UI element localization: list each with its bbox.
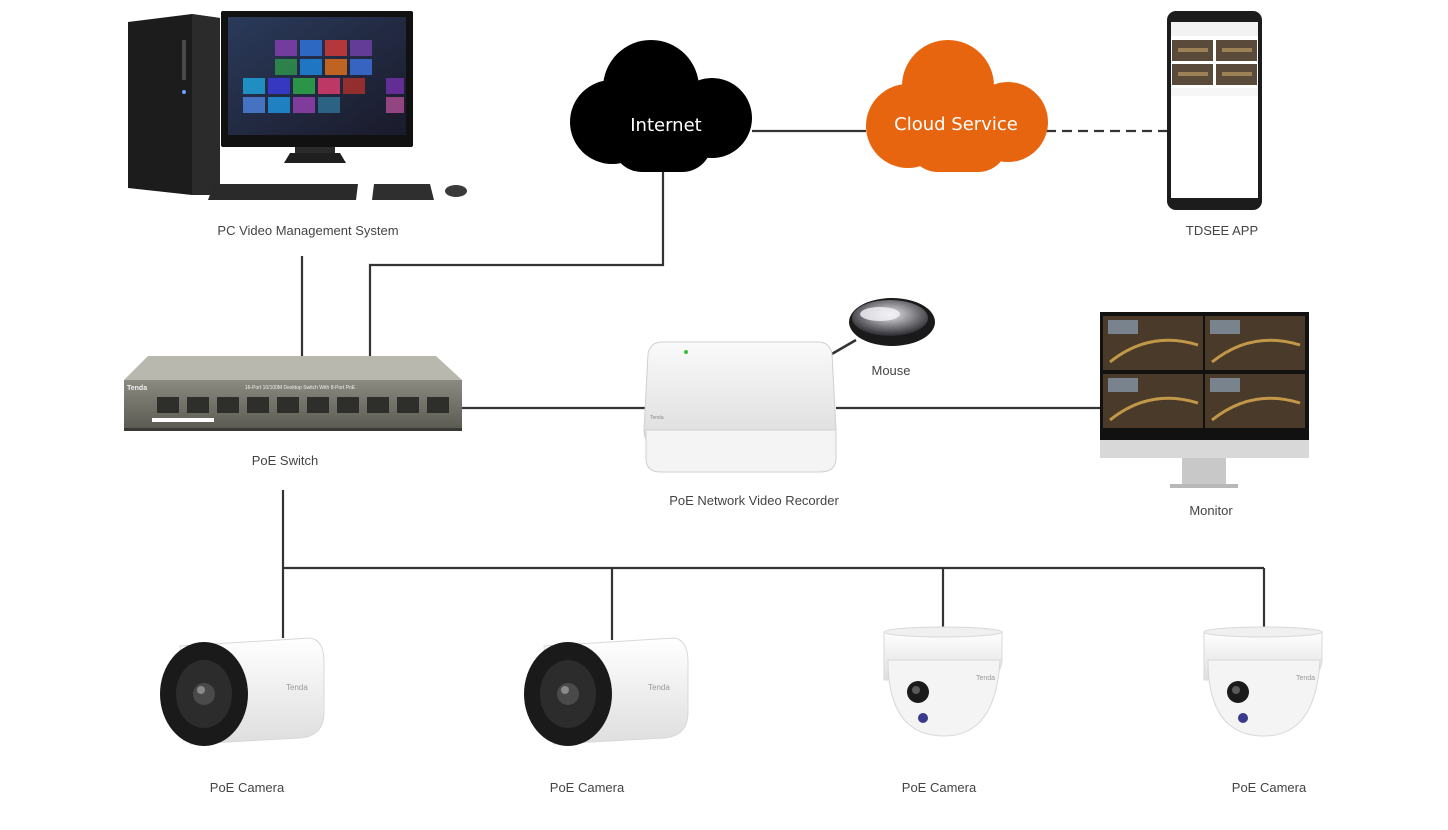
nvr-brand: Tenda bbox=[650, 415, 664, 421]
nvr-icon: Tenda bbox=[643, 341, 837, 473]
monitor-label: Monitor bbox=[1189, 503, 1233, 518]
app-label: TDSEE APP bbox=[1186, 223, 1258, 238]
switch-panel-text: 16-Port 10/100M Desktop Switch With 8-Po… bbox=[245, 385, 356, 391]
camera-brand: Tenda bbox=[1296, 675, 1315, 682]
smartphone-icon bbox=[1167, 11, 1262, 210]
line-internet-switch bbox=[368, 172, 665, 356]
camera-2-label: PoE Camera bbox=[550, 780, 625, 795]
camera-brand: Tenda bbox=[648, 683, 670, 692]
mouse-icon bbox=[849, 298, 935, 346]
switch-label: PoE Switch bbox=[252, 453, 318, 468]
camera-3-label: PoE Camera bbox=[902, 780, 977, 795]
nvr-label: PoE Network Video Recorder bbox=[669, 493, 839, 508]
bullet-camera-icon: Tenda bbox=[524, 637, 689, 746]
dome-camera-icon: Tenda bbox=[1203, 626, 1323, 737]
internet-label: Internet bbox=[630, 115, 701, 136]
monitor-feed-grid bbox=[1103, 316, 1305, 428]
switch-brand: Tenda bbox=[127, 385, 147, 392]
bullet-camera-icon: Tenda bbox=[160, 637, 325, 746]
desktop-computer-icon bbox=[128, 11, 467, 200]
cloud-service-icon bbox=[866, 40, 1048, 172]
internet-cloud-icon bbox=[570, 40, 752, 172]
camera-brand: Tenda bbox=[286, 683, 308, 692]
network-switch-icon: Tenda 16-Port 10/100M Desktop Switch Wit… bbox=[124, 356, 462, 431]
cloud-service-label: Cloud Service bbox=[894, 114, 1018, 135]
dome-camera-icon: Tenda bbox=[883, 626, 1003, 737]
camera-4-label: PoE Camera bbox=[1232, 780, 1307, 795]
camera-1-label: PoE Camera bbox=[210, 780, 285, 795]
connector-lines bbox=[281, 129, 1266, 640]
monitor-icon bbox=[1100, 312, 1309, 488]
pc-label: PC Video Management System bbox=[217, 223, 398, 238]
camera-brand: Tenda bbox=[976, 675, 995, 682]
mouse-label: Mouse bbox=[871, 363, 910, 378]
